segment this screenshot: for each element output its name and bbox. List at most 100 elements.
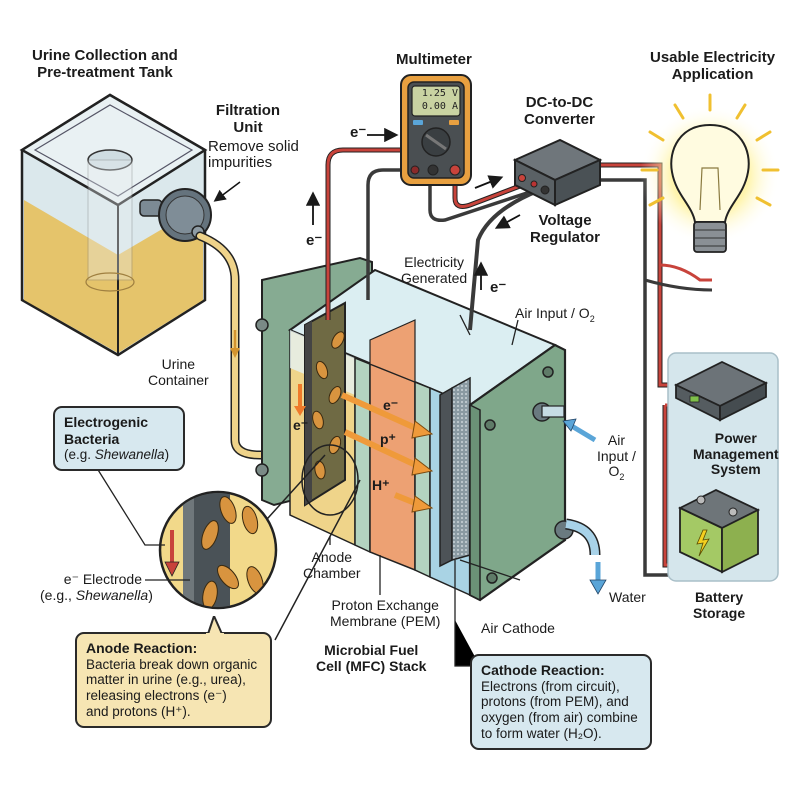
multimeter-display: 1.25 V 0.00 A [414, 87, 458, 113]
cathode-reaction-line: oxygen (from air) combine [481, 710, 638, 726]
mfc-line1: Microbial Fuel [324, 642, 419, 658]
flow-label-proton-p: p⁺ [380, 431, 396, 447]
filtration-desc: Remove solid impurities [208, 137, 299, 173]
anode-reaction-callout: Anode Reaction: Bacteria break down orga… [75, 632, 272, 729]
tank-title: Urine Collection and Pre-treatment Tank [32, 47, 178, 82]
dcdc-label: DC-to-DC Converter [524, 94, 595, 129]
air-input-side-label: Air Input / O2 [597, 432, 636, 483]
electrode-line2-species: Shewanella [75, 586, 149, 603]
dcdc-line1: DC-to-DC [525, 94, 594, 111]
mfc-stack [255, 256, 601, 602]
mfc-label: Microbial Fuel Cell (MFC) Stack [316, 642, 427, 674]
electron-arrows [305, 127, 521, 290]
electricity-generated-line2: Generated [401, 269, 468, 286]
air-input-side-line3: O2 [597, 463, 636, 483]
voltage-regulator-label: Voltage Regulator [530, 212, 601, 247]
anode-reaction-line: Bacteria break down organic [86, 656, 258, 672]
anode-chamber-label: Anode Chamber [303, 549, 361, 581]
cathode-reaction-line: to form water (H₂O). [481, 726, 602, 742]
water-label: Water [609, 589, 646, 605]
urine-collection-tank [19, 93, 208, 357]
anode-callout-pointer [206, 616, 224, 636]
pms-label: Power Management System [693, 430, 779, 478]
dcdc-line2: Converter [524, 110, 595, 128]
electron-label-left: e⁻ [306, 232, 323, 249]
urine-container-label: Urine Container [148, 356, 209, 388]
light-bulb [640, 93, 780, 253]
electricity-generated-line1: Electricity [404, 254, 465, 270]
flow-label-electron: e⁻ [383, 397, 399, 413]
pem-line1: Proton Exchange [331, 597, 439, 613]
tank-title-line1: Urine Collection and [32, 47, 178, 64]
bacteria-desc-prefix: (e.g. [64, 447, 95, 463]
multimeter-voltage-value: 1.25 [421, 88, 446, 99]
bacteria-callout-desc: (e.g. Shewanella) [64, 447, 174, 463]
bacteria-zoom-circle [94, 444, 361, 641]
multimeter-title: Multimeter [396, 51, 472, 68]
filtration-title-line2: Unit [233, 118, 263, 136]
electrode-line2-prefix: (e.g., [40, 586, 76, 603]
bacteria-callout-title-line1: Electrogenic [64, 414, 149, 430]
anode-reaction-line: releasing electrons (e⁻) [86, 688, 227, 704]
pms-line2: Management [693, 445, 779, 462]
air-input-side-o: O [608, 463, 620, 480]
anode-reaction-line: and protons (H⁺). [86, 704, 191, 720]
multimeter-device [400, 74, 472, 186]
electron-label-top: e⁻ [350, 124, 367, 141]
bacteria-desc-species: Shewanella [94, 447, 165, 463]
air-cathode-label: Air Cathode [481, 620, 555, 636]
multimeter-current-row: 0.00 A [414, 100, 458, 113]
urine-container-line1: Urine [161, 356, 196, 372]
pms-line1: Power [714, 430, 757, 446]
air-water-arrows [562, 418, 607, 595]
bacteria-callout-title-line2: Bacteria [64, 430, 120, 447]
mfc-line2: Cell (MFC) Stack [316, 657, 427, 674]
electron-label-anode: e⁻ [293, 417, 309, 433]
filtration-unit [139, 181, 241, 242]
tank-title-line2: Pre-treatment Tank [37, 63, 173, 81]
pem-label: Proton Exchange Membrane (PEM) [330, 597, 441, 629]
flow-label-proton-h: H⁺ [372, 477, 390, 493]
cathode-reaction-line: Electrons (from circuit), [481, 678, 620, 694]
electrode-line2-suffix: ) [148, 586, 153, 603]
air-input-top-text: Air Input / O [515, 305, 590, 321]
electricity-generated-label: Electricity Generated [401, 254, 468, 286]
battery-label: Battery Storage [693, 589, 746, 621]
anode-reaction-title: Anode Reaction: [86, 640, 198, 656]
air-input-side-sub: 2 [619, 472, 625, 483]
anode-reaction-line: matter in urine (e.g., urea), [86, 672, 246, 688]
multimeter-current-value: 0.00 [421, 101, 446, 112]
cathode-reaction-line: protons (from PEM), and [481, 694, 629, 710]
circuit-wires [325, 147, 713, 577]
air-input-top-sub: 2 [589, 313, 595, 324]
multimeter-voltage-unit: V [451, 88, 458, 99]
bacteria-callout: Electrogenic Bacteria (e.g. Shewanella) [53, 406, 185, 471]
multimeter-current-unit: A [451, 101, 458, 112]
electrode-label: e⁻ Electrode (e.g., Shewanella) [40, 571, 153, 604]
filtration-title: Filtration Unit [208, 102, 288, 137]
battery-line1: Battery [694, 589, 744, 605]
filtration-label: Filtration Unit Remove solid impurities [208, 102, 299, 173]
urine-tube [195, 231, 283, 460]
regulator-line1: Voltage [538, 212, 592, 229]
filtration-desc-line1: Remove solid [208, 137, 299, 155]
bulb-line2: Application [671, 65, 754, 83]
filtration-desc-line2: impurities [208, 154, 273, 172]
pem-line2: Membrane (PEM) [330, 612, 441, 629]
battery-line2: Storage [693, 604, 746, 621]
electrode-line2: (e.g., Shewanella) [40, 586, 153, 604]
cathode-reaction-callout: Cathode Reaction: Electrons (from circui… [470, 654, 652, 751]
storage-panel [667, 352, 779, 582]
bulb-label: Usable Electricity Application [650, 49, 776, 84]
regulator-line2: Regulator [530, 228, 601, 246]
electrode-line1: e⁻ Electrode [63, 571, 142, 587]
air-input-side-line1: Air [607, 432, 626, 448]
anode-chamber-line1: Anode [311, 549, 353, 565]
urine-container-line2: Container [148, 371, 209, 388]
bulb-line1: Usable Electricity [650, 49, 776, 66]
electron-label-right: e⁻ [490, 279, 507, 296]
dc-dc-converter [512, 138, 603, 207]
air-input-side-line2: Input / [597, 447, 636, 464]
pms-line3: System [710, 461, 761, 478]
